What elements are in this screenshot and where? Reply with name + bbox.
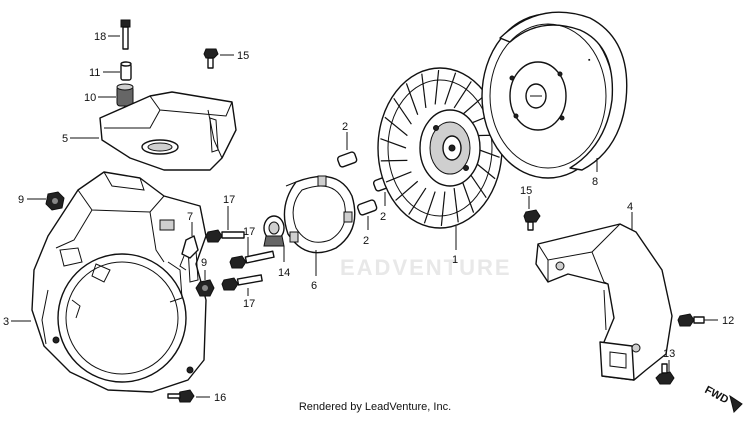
callout-4: 4 xyxy=(627,201,633,213)
pin-2-bottom[interactable] xyxy=(357,199,378,215)
collar-11[interactable] xyxy=(121,62,131,80)
callout-17-bottom: 17 xyxy=(243,298,255,310)
callout-7: 7 xyxy=(187,211,193,223)
washer-14[interactable] xyxy=(264,216,284,246)
bolt-15-upper[interactable] xyxy=(204,49,218,68)
bolt-18[interactable] xyxy=(121,20,130,49)
bolt-17-bottom[interactable] xyxy=(222,275,262,290)
bolt-17-middle[interactable] xyxy=(230,251,274,268)
callout-9-middle: 9 xyxy=(201,257,207,269)
bolt-12[interactable] xyxy=(678,314,704,326)
callout-9-left: 9 xyxy=(18,194,24,206)
grommet-10[interactable] xyxy=(117,84,133,106)
callout-15-upper: 15 xyxy=(237,50,249,62)
callout-12: 12 xyxy=(722,315,734,327)
watermark: EADVENTURE xyxy=(340,255,512,280)
callout-2-top: 2 xyxy=(342,121,348,133)
callout-18: 18 xyxy=(94,31,106,43)
nut-9-left[interactable] xyxy=(46,192,64,210)
callout-5: 5 xyxy=(62,133,68,145)
callout-11: 11 xyxy=(89,67,100,79)
callout-2-middle: 2 xyxy=(380,211,386,223)
callout-15-right: 15 xyxy=(520,185,532,197)
callout-1: 1 xyxy=(452,254,458,266)
flywheel-8[interactable]: ▪ xyxy=(482,12,627,178)
bolt-13[interactable] xyxy=(656,364,674,384)
starter-pulley-6[interactable] xyxy=(284,176,354,253)
callout-3: 3 xyxy=(3,316,9,328)
bolt-15-right[interactable] xyxy=(524,210,540,230)
callout-13: 13 xyxy=(663,348,675,360)
callout-10: 10 xyxy=(84,92,96,104)
callout-17-middle: 17 xyxy=(243,226,255,238)
footer-credit: Rendered by LeadVenture, Inc. xyxy=(0,401,750,413)
air-guide-4[interactable] xyxy=(536,224,672,380)
callout-14: 14 xyxy=(278,267,290,279)
bolt-17-top[interactable] xyxy=(206,230,244,242)
callout-8: 8 xyxy=(592,176,598,188)
callout-6: 6 xyxy=(311,280,317,292)
callout-2-bottom: 2 xyxy=(363,235,369,247)
callout-17-top: 17 xyxy=(223,194,235,206)
pin-2-top[interactable] xyxy=(337,151,358,167)
